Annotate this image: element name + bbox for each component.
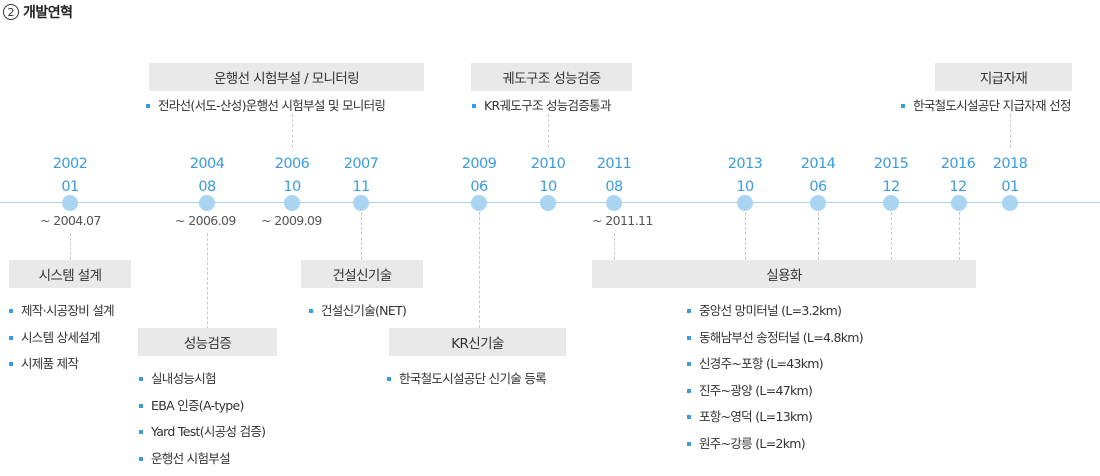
period-end: ~ 2011.11: [592, 213, 653, 228]
list-item: 포항~영덕 (L=13km): [687, 408, 863, 435]
list-item: 한국철도시설공단 신기술 등록: [387, 370, 546, 397]
list-item: 중앙선 망미터널 (L=3.2km): [687, 302, 863, 329]
timeline-dot: [1002, 195, 1018, 211]
timeline-dot: [353, 195, 369, 211]
event-box-system-design: 시스템 설계: [9, 260, 131, 288]
timeline-dot: [737, 195, 753, 211]
connector-line: [614, 233, 615, 260]
connector-line: [891, 212, 892, 260]
connector-line: [745, 212, 746, 260]
event-box-commercialization: 실용화: [592, 260, 976, 288]
connector-line: [818, 212, 819, 260]
list-item: 신경주~포항 (L=43km): [687, 355, 863, 382]
event-box-field-test: 운행선 시험부설 / 모니터링: [149, 63, 424, 91]
event-list-performance: 실내성능시험 EBA 인증(A-type) Yard Test(시공성 검증) …: [139, 370, 265, 476]
list-item: 제작·시공장비 설계: [9, 302, 114, 329]
list-item: 한국철도시설공단 지급자재 선정: [901, 97, 1071, 124]
event-list-commercialization: 중앙선 망미터널 (L=3.2km) 동해남부선 송정터널 (L=4.8km) …: [687, 302, 863, 461]
list-item: KR궤도구조 성능검증통과: [472, 97, 611, 124]
list-item: 건설신기술(NET): [309, 302, 406, 329]
connector-line: [207, 233, 208, 329]
list-item: 운행선 시험부설: [139, 450, 265, 476]
connector-line: [959, 212, 960, 260]
period-end: ~ 2004.07: [40, 213, 101, 228]
event-list-track-verification: KR궤도구조 성능검증통과: [472, 97, 611, 124]
list-item: 전라선(서도-산성)운행선 시험부설 및 모니터링: [146, 97, 385, 124]
section-heading: 개발연혁: [23, 2, 73, 22]
connector-line: [361, 212, 362, 260]
list-item: 진주~광양 (L=47km): [687, 382, 863, 409]
event-box-new-construction-tech: 건설신기술: [301, 260, 423, 288]
list-item: 원주~강릉 (L=2km): [687, 435, 863, 462]
timeline-dot: [284, 195, 300, 211]
list-item: 동해남부선 송정터널 (L=4.8km): [687, 329, 863, 356]
event-list-field-test: 전라선(서도-산성)운행선 시험부설 및 모니터링: [146, 97, 385, 124]
list-item: 실내성능시험: [139, 370, 265, 397]
connector-line: [479, 212, 480, 328]
event-box-kr-tech: KR신기술: [389, 328, 566, 356]
event-box-performance: 성능검증: [138, 328, 277, 356]
list-item: Yard Test(시공성 검증): [139, 423, 265, 450]
connector-line: [70, 233, 71, 260]
timeline-dot: [883, 195, 899, 211]
timeline-dot: [540, 195, 556, 211]
period-end: ~ 2009.09: [261, 213, 322, 228]
event-list-kr-tech: 한국철도시설공단 신기술 등록: [387, 370, 546, 397]
event-box-track-verification: 궤도구조 성능검증: [471, 63, 632, 91]
event-list-new-construction-tech: 건설신기술(NET): [309, 302, 406, 329]
event-list-supply-material: 한국철도시설공단 지급자재 선정: [901, 97, 1071, 124]
section-number: 2: [3, 4, 19, 20]
event-box-supply-material: 지급자재: [935, 63, 1072, 91]
timeline-dot: [471, 195, 487, 211]
event-list-system-design: 제작·시공장비 설계 시스템 상세설계 시제품 제작: [9, 302, 114, 382]
list-item: EBA 인증(A-type): [139, 397, 265, 424]
timeline-dot: [199, 195, 215, 211]
timeline-dot: [810, 195, 826, 211]
section-title: 2 개발연혁: [3, 2, 73, 22]
period-end: ~ 2006.09: [175, 213, 236, 228]
list-item: 시제품 제작: [9, 355, 114, 382]
timeline-dot: [951, 195, 967, 211]
timeline-dot: [62, 195, 78, 211]
timeline-dot: [606, 195, 622, 211]
list-item: 시스템 상세설계: [9, 329, 114, 356]
